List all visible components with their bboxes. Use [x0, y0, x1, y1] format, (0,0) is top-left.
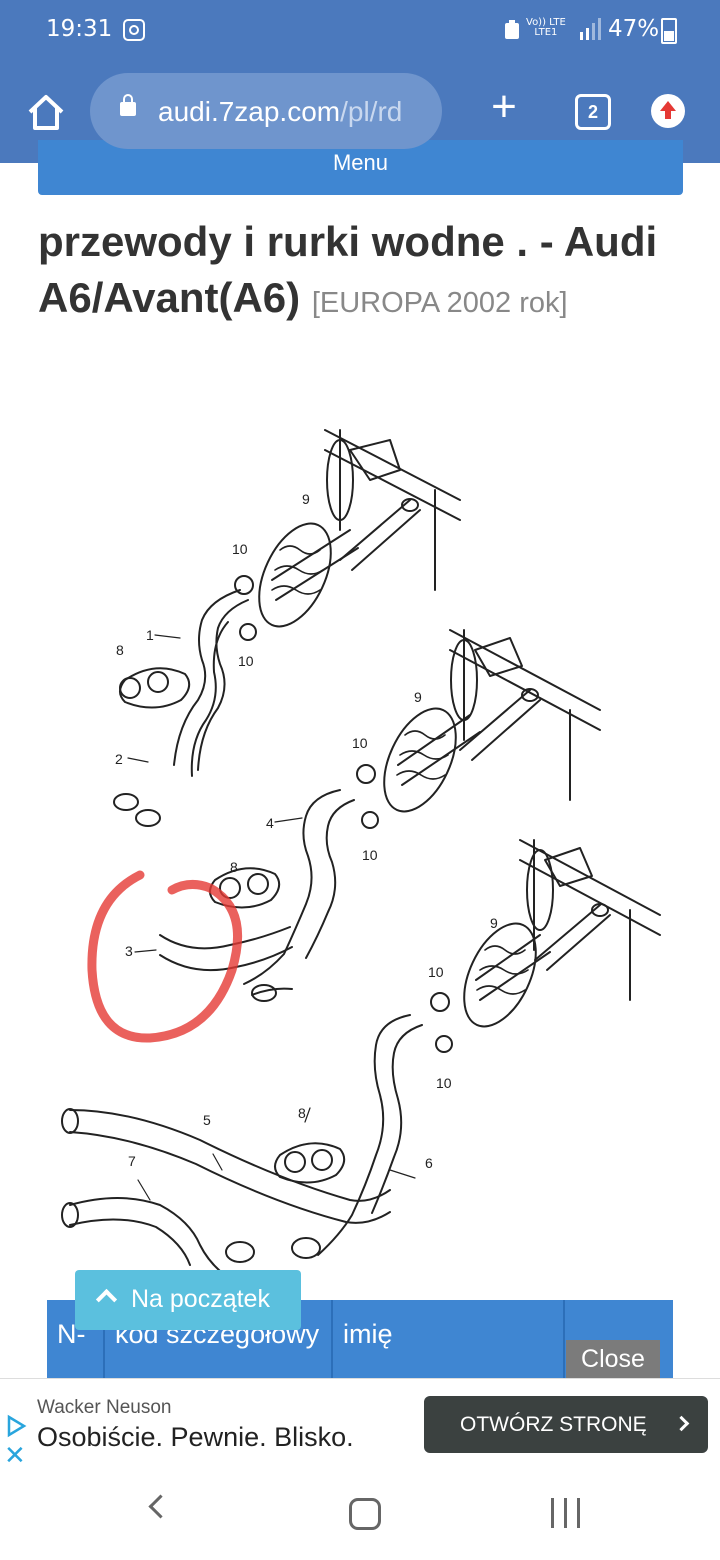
- title-sub: [EUROPA 2002 rok]: [311, 287, 568, 319]
- label-10a: 10: [232, 541, 248, 557]
- battery-icon: [661, 18, 677, 44]
- url-domain: audi.7zap.com: [158, 96, 341, 127]
- back-to-top-button[interactable]: Na początek: [75, 1270, 301, 1330]
- close-ad-button[interactable]: Close: [566, 1340, 660, 1380]
- label-10b: 10: [238, 653, 254, 669]
- label-8b: 8: [230, 859, 238, 875]
- label-4: 4: [266, 815, 274, 831]
- diagram-panel-3: [61, 839, 661, 1280]
- ad-brand: Wacker Neuson: [37, 1397, 172, 1418]
- url-text[interactable]: audi.7zap.com/pl/rd: [158, 96, 433, 128]
- label-3: 3: [125, 943, 133, 959]
- title-main: przewody i rurki wodne . - Audi A6/Avant…: [38, 218, 658, 321]
- lock-icon: [120, 94, 136, 116]
- home-nav-icon[interactable]: [349, 1498, 381, 1530]
- tab-switcher-button[interactable]: 2: [575, 94, 611, 130]
- label-8c: 8: [298, 1105, 306, 1121]
- label-1: 1: [146, 627, 154, 643]
- label-8a: 8: [116, 642, 124, 658]
- label-9a: 9: [302, 491, 310, 507]
- network-top: Vo)) LTE: [526, 17, 566, 28]
- signal-icon: [580, 18, 601, 40]
- chevron-right-icon: [673, 1415, 690, 1432]
- th-name: imię: [333, 1300, 565, 1380]
- label-10e: 10: [428, 964, 444, 980]
- update-icon[interactable]: [651, 94, 685, 128]
- parts-diagram: 9 10 10 1 8 2 9 10 10 4 8 3 9 10 10 5 8 …: [61, 429, 661, 1280]
- address-bar[interactable]: [90, 73, 442, 149]
- label-2: 2: [115, 751, 123, 767]
- diagram-panel-1: [113, 429, 461, 827]
- label-10d: 10: [362, 847, 378, 863]
- ad-cta-label: OTWÓRZ STRONĘ: [460, 1413, 647, 1436]
- home-icon[interactable]: [26, 92, 66, 132]
- label-9b: 9: [414, 689, 422, 705]
- label-6: 6: [425, 1155, 433, 1171]
- ad-headline[interactable]: Osobiście. Pewnie. Blisko.: [37, 1422, 354, 1452]
- menu-button[interactable]: Menu: [38, 140, 683, 195]
- ad-close-icon[interactable]: ✕: [4, 1440, 26, 1470]
- network-bottom: LTE1: [534, 27, 558, 38]
- url-path: /pl/rd: [340, 96, 403, 127]
- label-10c: 10: [352, 735, 368, 751]
- recent-apps-icon[interactable]: [551, 1498, 581, 1528]
- status-time: 19:31: [46, 16, 113, 42]
- label-10f: 10: [436, 1075, 452, 1091]
- red-annotation-circle: [87, 870, 243, 1043]
- menu-label: Menu: [332, 150, 389, 175]
- new-tab-button[interactable]: +: [491, 82, 517, 131]
- system-nav-bar: [0, 1470, 720, 1560]
- back-to-top-label: Na początek: [131, 1285, 270, 1313]
- page-title: przewody i rurki wodne . - Audi A6/Avant…: [38, 214, 688, 331]
- network-indicator: Vo)) LTE LTE1: [526, 18, 566, 38]
- label-9c: 9: [490, 915, 498, 931]
- diagram-panel-2: [159, 629, 601, 1002]
- adchoices-icon[interactable]: [4, 1414, 28, 1438]
- chevron-up-icon: [95, 1288, 118, 1311]
- ad-cta-button[interactable]: OTWÓRZ STRONĘ: [424, 1396, 708, 1453]
- instagram-icon: [123, 19, 145, 41]
- label-7: 7: [128, 1153, 136, 1169]
- data-saver-icon: [505, 20, 519, 39]
- battery-percent: 47%: [608, 16, 660, 42]
- label-5: 5: [203, 1112, 211, 1128]
